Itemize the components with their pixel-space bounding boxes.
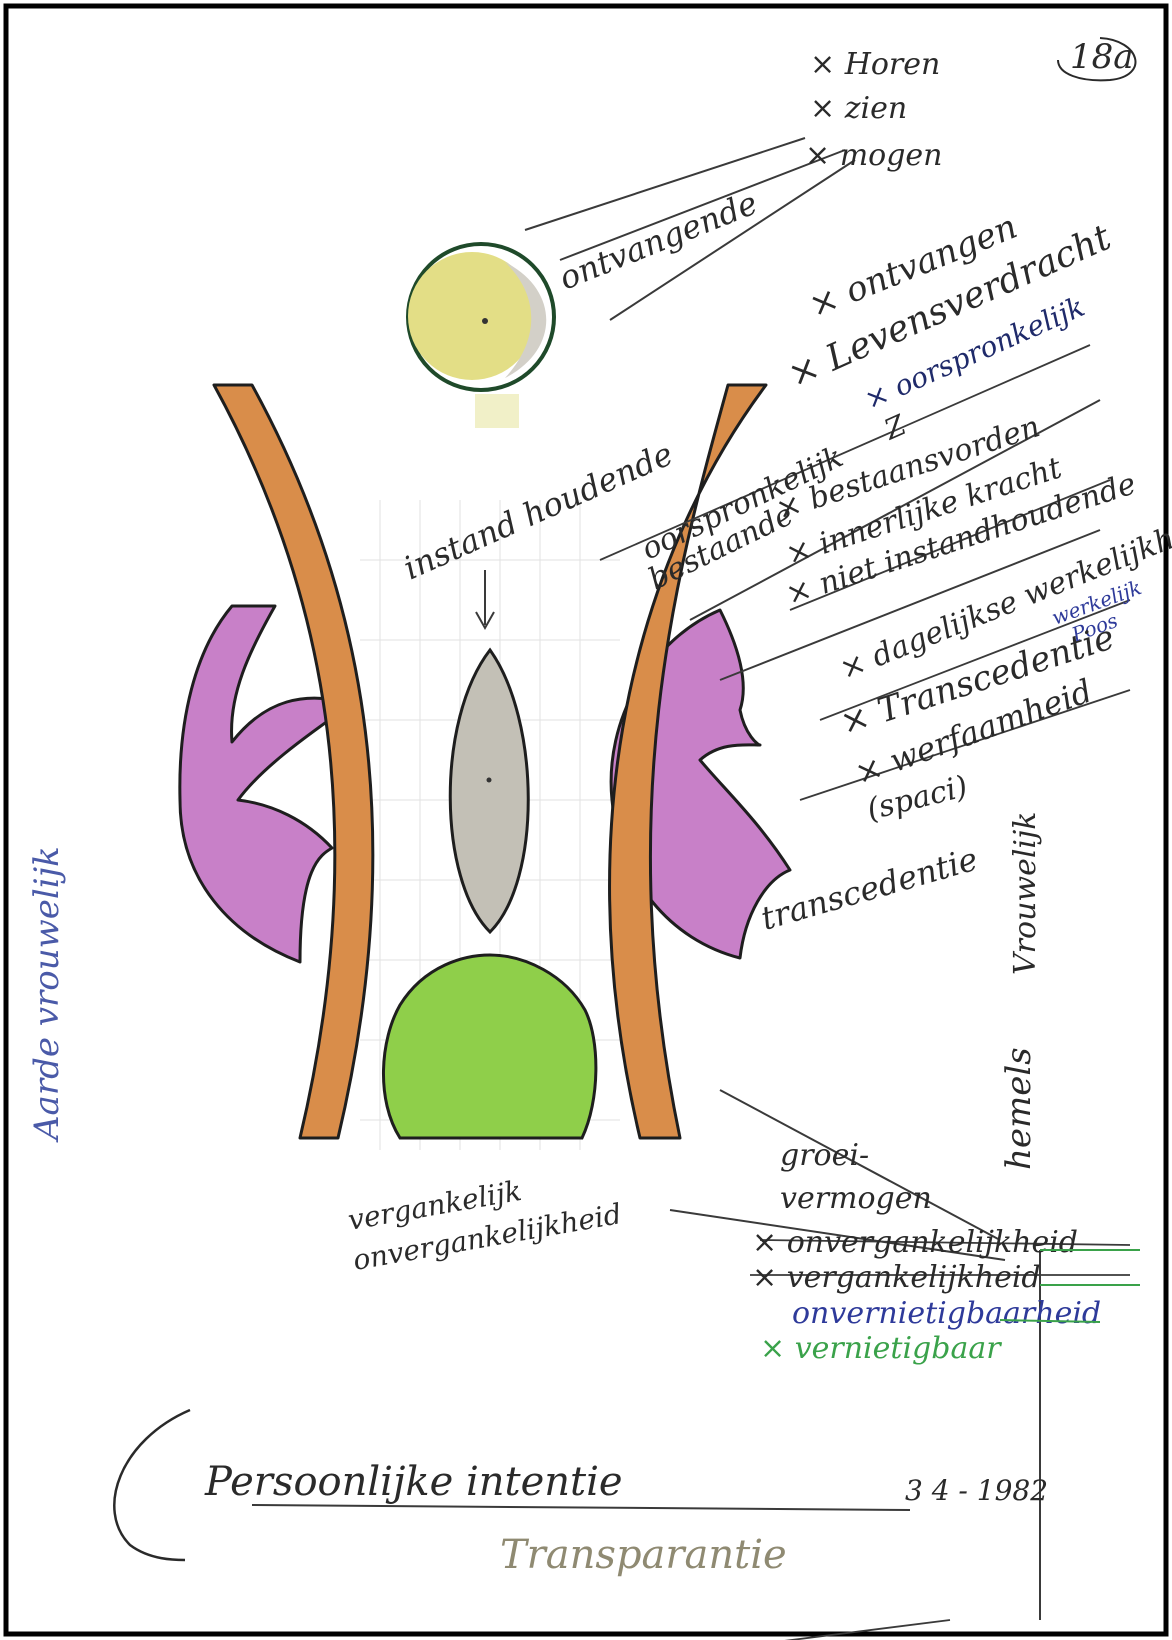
- left-vertical-label: Aarde vrouwelijk: [27, 846, 67, 1143]
- top-list-item: × mogen: [805, 138, 942, 173]
- bottom-right-list: groei- vermogen × onvergankelijkheid × v…: [752, 1138, 1101, 1366]
- arrow-down-icon: [475, 611, 495, 631]
- footer-bracket: [113, 1408, 191, 1562]
- grey-lens: [448, 647, 530, 935]
- footer-title: Persoonlijke intentie: [204, 1459, 623, 1505]
- footer-date: 3 4 - 1982: [905, 1474, 1048, 1507]
- moon: [406, 242, 556, 428]
- top-list: × Horen × zien × mogen: [805, 47, 942, 173]
- green-strokes: [999, 1249, 1140, 1323]
- bottom-right-item-b: vermogen: [780, 1181, 932, 1216]
- top-list-item: × Horen: [810, 47, 940, 82]
- page-number-circle: [1057, 37, 1137, 82]
- page-number: 18a: [1070, 37, 1134, 77]
- bottom-right-item-e: onvernietigbaarheid: [792, 1296, 1101, 1331]
- violet-shape-left: [178, 604, 354, 964]
- footer-subtitle: Transparantie: [500, 1532, 787, 1578]
- orange-arc-left: [212, 383, 375, 1140]
- strike-lines: [599, 344, 1131, 1640]
- bottom-right-item-c: × onvergankelijkheid: [752, 1225, 1078, 1260]
- right-vertical-label-2: hemels: [999, 1047, 1039, 1170]
- orange-arc-right: [608, 383, 768, 1140]
- pointer-lines: [251, 137, 1101, 1620]
- bottom-right-item-f: × vernietigbaar: [760, 1331, 1002, 1366]
- bottom-right-item-d: × vergankelijkheid: [752, 1260, 1041, 1295]
- right-vertical-label-1: Vrouwelijk: [1008, 812, 1043, 976]
- top-list-item: × zien: [810, 91, 907, 126]
- bottom-right-item-a: groei-: [780, 1138, 869, 1173]
- green-dome: [381, 953, 598, 1140]
